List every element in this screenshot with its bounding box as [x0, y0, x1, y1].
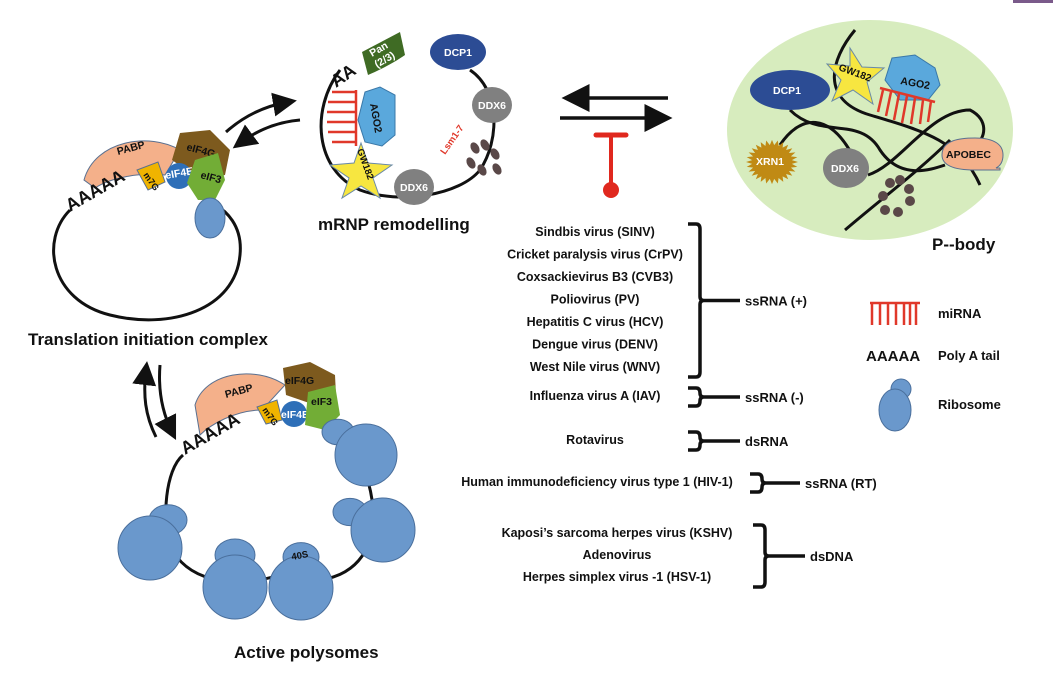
ribosome-large-subunit — [202, 554, 268, 620]
p-body-mrna-strands — [778, 29, 986, 232]
p-body-background — [727, 20, 1013, 240]
virus-name: Herpes simplex virus -1 (HSV-1) — [523, 570, 711, 584]
virus-class-label: ssRNA (-) — [745, 390, 804, 405]
40s-label: 40S — [291, 549, 310, 563]
virus-group: Kaposi’s sarcoma herpes virus (KSHV) Aden… — [502, 523, 854, 589]
p-body-title: P--body — [932, 235, 996, 254]
mrnp-poly-a-label: AA — [327, 60, 360, 91]
xrn1-shape — [746, 139, 798, 185]
active-polysomes: PABP AAAAA eIF4G m7G eIF4E eIF3 40S Acti… — [117, 362, 416, 662]
inhibition-symbol — [593, 132, 629, 198]
small-ribosome-subunit — [194, 197, 226, 239]
virus-class-label: dsRNA — [745, 434, 789, 449]
reversible-arrows-top — [225, 92, 301, 149]
lsm-label: Lsm1-7 — [438, 123, 466, 157]
eif3-shape-2 — [305, 385, 340, 430]
virus-name: Hepatitis C virus (HCV) — [527, 315, 664, 329]
mrnp-remodelling: AA Pan (2/3) DCP1 DDX6 DDX6 AGO2 GW182 L… — [318, 32, 512, 234]
poly-a-icon: AAAAA — [866, 348, 920, 365]
ddx6-label-pbody: DDX6 — [831, 163, 859, 175]
ribosome-large-subunit — [350, 497, 416, 563]
ago2-label-pbody: AGO2 — [899, 75, 931, 92]
virus-class-label: dsDNA — [810, 549, 854, 564]
virus-name: Sindbis virus (SINV) — [535, 225, 654, 239]
ddx6-shape-1 — [472, 87, 512, 123]
virus-name: West Nile virus (WNV) — [530, 360, 660, 374]
translation-title: Translation initiation complex — [28, 330, 268, 349]
eif3-label-2: eIF3 — [311, 396, 332, 408]
bracket — [753, 523, 805, 589]
virus-group: Sindbis virus (SINV) Cricket paralysis vi… — [507, 222, 807, 379]
m7g-shape-2 — [256, 399, 283, 425]
virus-group: Influenza virus A (IAV) ssRNA (-) — [530, 386, 804, 408]
bracket — [750, 472, 800, 494]
pan-shape — [362, 32, 405, 75]
m7g-shape — [136, 161, 166, 191]
ddx6-shape-pbody — [823, 148, 869, 188]
xrn1-label: XRN1 — [756, 156, 784, 168]
apobec-label: APOBEC — [946, 149, 991, 161]
dcp1-label-pbody: DCP1 — [773, 85, 801, 97]
ago2-label: AGO2 — [367, 102, 384, 134]
legend-mirna-label: miRNA — [938, 306, 982, 321]
eif4e-label-2: eIF4E — [281, 409, 309, 421]
ribosome-large-subunit — [117, 515, 183, 581]
lsm-complex — [466, 139, 502, 176]
legend-ribosome-label: Ribosome — [938, 397, 1001, 412]
polysome-ribosomes — [117, 418, 416, 621]
ago2-shape-pbody — [884, 54, 941, 101]
reversible-arrows-left — [132, 361, 177, 441]
virus-name: Rotavirus — [566, 433, 624, 447]
virus-name: Poliovirus (PV) — [551, 293, 640, 307]
virus-name: Kaposi’s sarcoma herpes virus (KSHV) — [502, 526, 733, 540]
virus-name: Influenza virus A (IAV) — [530, 389, 661, 403]
bracket — [688, 386, 740, 408]
legend: miRNA AAAAA Poly A tail Ribosome — [866, 301, 1001, 432]
eif4e-label: eIF4E — [164, 165, 194, 182]
p-body: GW182 AGO2 DCP1 XRN1 DDX6 APOBEC P--body — [727, 20, 1013, 254]
ribosome-large-subunit — [268, 555, 334, 621]
translation-initiation-complex: PABP AAAAA eIF4G m7G eIF4E eIF3 Translat… — [28, 130, 268, 349]
ago2-shape — [357, 86, 396, 147]
virus-class-label: ssRNA (+) — [745, 294, 807, 309]
virus-name: Coxsackievirus B3 (CVB3) — [517, 270, 673, 284]
virus-name: Human immunodeficiency virus type 1 (HIV… — [461, 475, 733, 489]
bracket — [688, 222, 740, 379]
mrna-loop — [52, 203, 242, 322]
apobec-shape — [941, 137, 1004, 171]
ddx6-label-1: DDX6 — [478, 100, 506, 112]
equilibrium-arrows — [560, 84, 673, 132]
lsm-complex-pbody — [878, 175, 915, 217]
eif4e-shape — [166, 163, 192, 189]
bracket — [688, 430, 740, 452]
polysomes-title: Active polysomes — [234, 643, 379, 662]
eif3-label: eIF3 — [199, 169, 223, 186]
virus-name: Dengue virus (DENV) — [532, 338, 658, 352]
ddx6-label-2: DDX6 — [400, 182, 428, 194]
mirna-comb-mrnp — [327, 90, 358, 146]
dcp1-shape-pbody — [750, 70, 830, 110]
mrnp-title: mRNP remodelling — [318, 215, 470, 234]
gw182-star — [328, 141, 394, 200]
ddx6-shape-2 — [394, 169, 434, 205]
virus-group: Human immunodeficiency virus type 1 (HIV… — [461, 472, 877, 494]
eif4g-label-2: eIF4G — [285, 375, 314, 387]
legend-poly-a-label: Poly A tail — [938, 348, 1000, 363]
virus-name: Adenovirus — [583, 548, 652, 562]
corner-mark — [1013, 0, 1053, 3]
ribosome-large-subunit — [334, 423, 398, 487]
eif4e-shape-2 — [281, 401, 307, 427]
dcp1-shape — [430, 34, 486, 70]
virus-name: Cricket paralysis virus (CrPV) — [507, 248, 683, 262]
mirna-comb-pbody — [876, 86, 936, 125]
gw182-star-pbody — [825, 46, 886, 106]
mirna-icon — [870, 301, 920, 325]
virus-class-label: ssRNA (RT) — [805, 476, 877, 491]
eif3-shape — [187, 153, 225, 200]
ribosome-icon — [878, 378, 912, 432]
virus-list: Sindbis virus (SINV) Cricket paralysis vi… — [461, 222, 877, 589]
virus-group: Rotavirus dsRNA — [566, 430, 789, 452]
dcp1-label: DCP1 — [444, 47, 472, 59]
